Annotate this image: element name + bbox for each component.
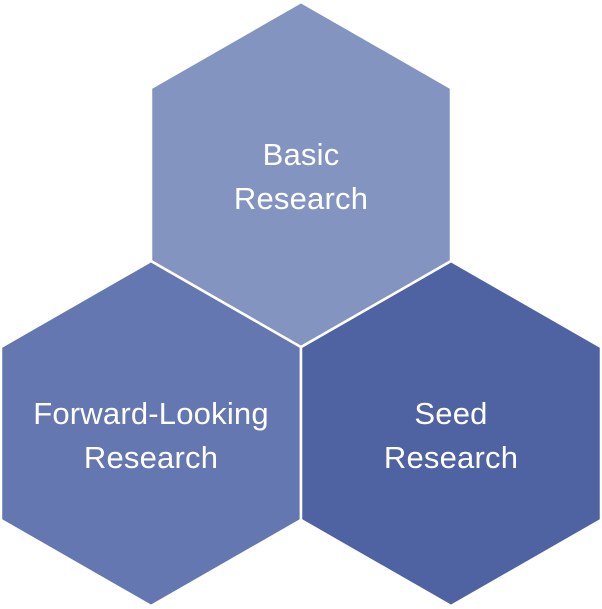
hexagon-basic-research bbox=[149, 0, 453, 349]
forward-looking-research-label: Forward-Looking Research bbox=[1, 392, 301, 480]
basic-research-label-line-2: Research bbox=[233, 181, 369, 216]
seed-research-label-line-1: Seed bbox=[414, 396, 488, 431]
forward-looking-research-label-line-1: Forward-Looking bbox=[33, 396, 269, 431]
seed-research-label-line-2: Research bbox=[383, 440, 519, 475]
basic-research-label: Basic Research bbox=[151, 133, 451, 221]
seed-research-label: Seed Research bbox=[301, 392, 601, 480]
forward-looking-research-label-line-2: Research bbox=[83, 440, 219, 475]
basic-research-label-line-1: Basic bbox=[262, 137, 340, 172]
